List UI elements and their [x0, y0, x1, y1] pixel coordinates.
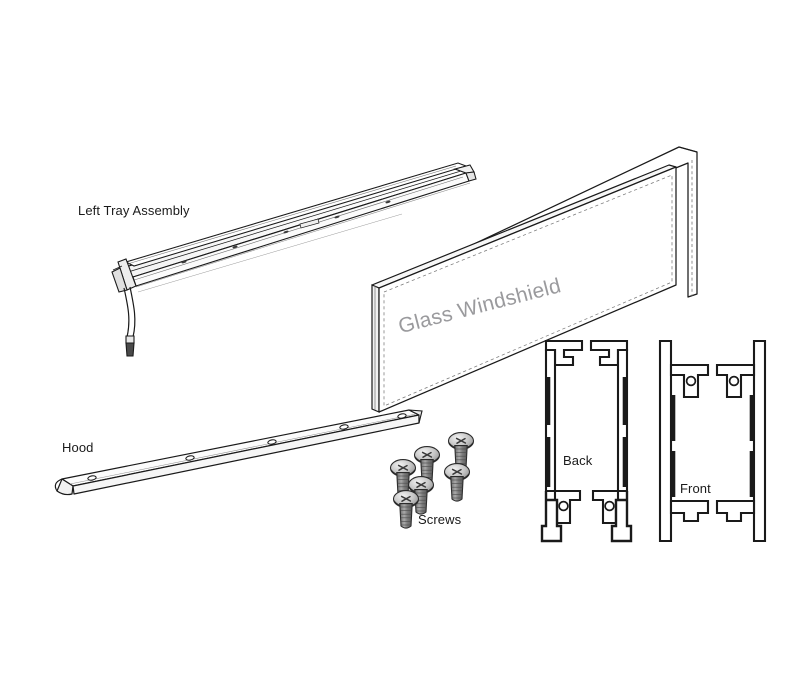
part-front-bracket — [658, 339, 767, 543]
label-hood: Hood — [62, 440, 94, 455]
front-profile-right — [715, 339, 767, 543]
back-profile-right — [589, 339, 633, 543]
part-back-bracket — [540, 339, 633, 543]
label-screws: Screws — [418, 512, 462, 527]
part-left-tray-assembly — [111, 162, 477, 357]
front-profile-left — [658, 339, 710, 543]
screw-item — [443, 462, 471, 502]
label-back-bracket: Back — [563, 453, 593, 468]
label-left-tray-assembly: Left Tray Assembly — [78, 203, 190, 218]
label-front-bracket: Front — [680, 481, 711, 496]
part-glass-windshield — [371, 146, 698, 413]
back-profile-left — [540, 339, 584, 543]
part-hood — [54, 409, 423, 496]
screw-item — [392, 489, 420, 529]
